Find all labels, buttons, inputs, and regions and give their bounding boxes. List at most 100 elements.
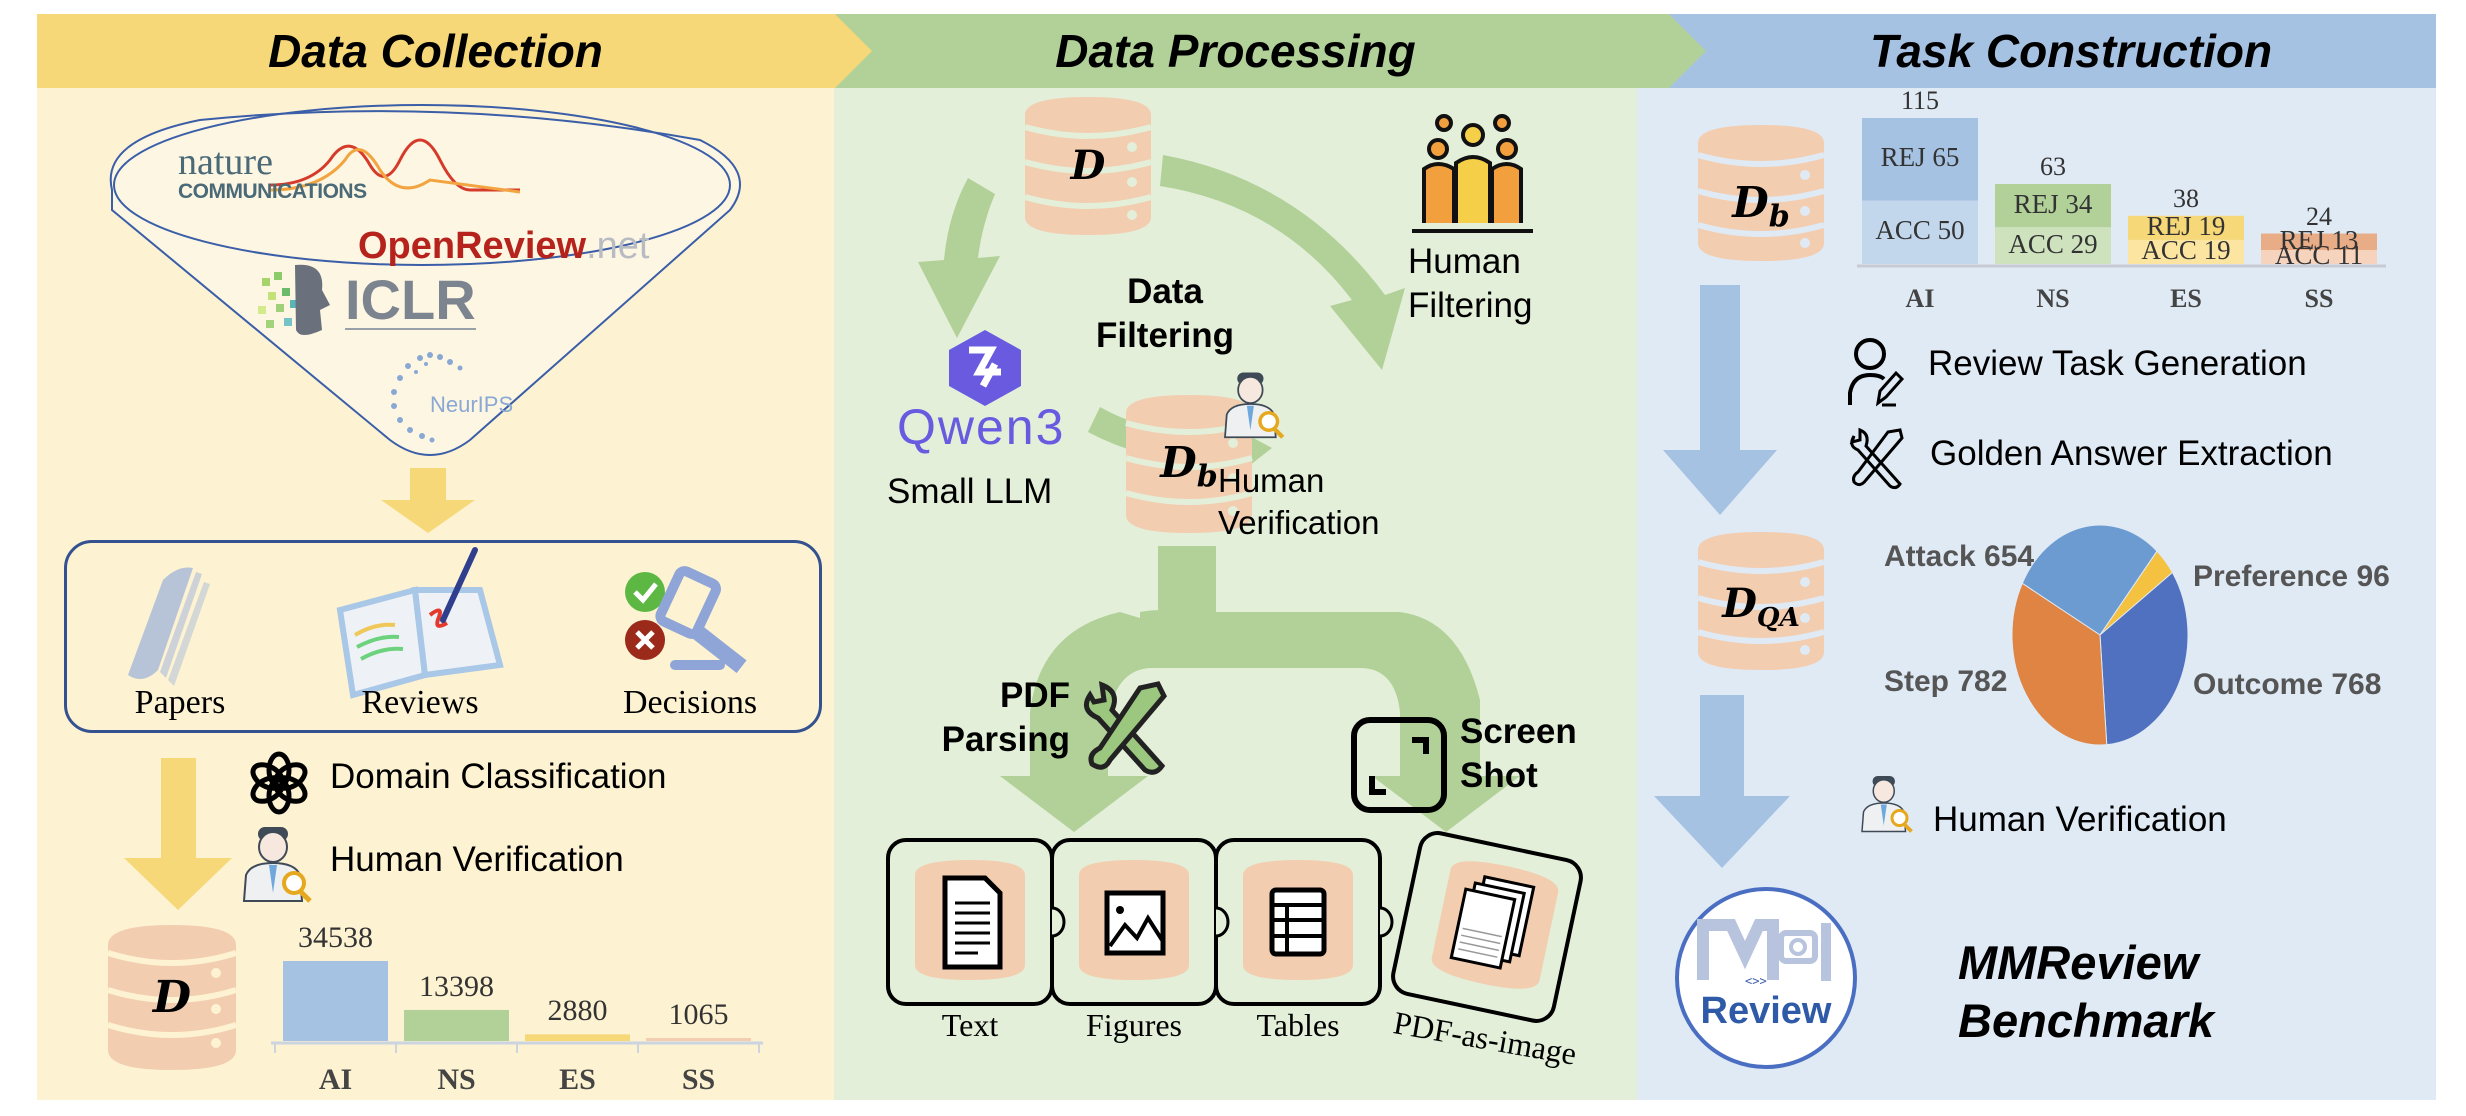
data-filtering-line1: Data [1127,272,1203,311]
papers-icon [128,567,210,686]
openreview-main-text: OpenReview [358,225,587,267]
golden-answer-extraction-label: Golden Answer Extraction [1930,434,2333,473]
human-verification-label: Human Verification [330,840,624,879]
bar-rej-ss [2261,233,2377,251]
pie-label-outcome: Outcome 768 [2193,668,2382,701]
pdf-parsing-line1: PDF [1000,676,1070,715]
image-icon [1104,890,1166,956]
text-document-icon [942,875,1003,970]
arrow-db-split [1030,546,1480,780]
db-construction-main: D [1732,178,1769,227]
screenshot-icon [1351,717,1447,813]
human-filtering-icon [1412,114,1533,233]
bar-value-label: 1065 [668,998,729,1031]
human-filtering-line1: Human [1408,242,1521,281]
segment-label-rej: REJ 34 [2013,188,2093,219]
bar-category-label: ES [2170,284,2202,313]
benchmark-line1: MMReview [1958,936,2199,989]
pie-label-step: Step 782 [1884,665,2008,698]
database-db-construction-label: Db [1698,178,1824,234]
bar-acc-ns [1995,227,2111,264]
openreview-suffix-text: .net [586,225,650,267]
arrow-d-to-db [1160,155,1405,370]
bar-value-label: 2880 [547,994,608,1028]
human-verification-line2: Verification [1218,504,1380,541]
mmreview-benchmark-title: MMReview Benchmark [1958,934,2214,1050]
table-icon [1269,887,1327,957]
segment-label-rej: REJ 13 [2279,224,2359,255]
decisions-icon [625,566,747,673]
database-db-icon [1125,395,1253,533]
qwen-logo-text: Qwen3 [897,399,1066,455]
pdf-parsing-line2: Parsing [941,720,1070,759]
human-filtering-label: Human Filtering [1408,240,1532,328]
arrow-db-to-dqa [1663,285,1777,515]
arrow-dqa-to-benchmark [1654,695,1790,868]
database-d-label: D [152,972,192,1023]
benchmark-line2: Benchmark [1958,994,2214,1047]
dqa-main: D [1722,580,1757,627]
neurips-logo-text: NeurIPS [430,392,514,417]
item-label-decisions: Decisions [622,684,758,721]
arrow-box-to-db [124,758,232,910]
segment-label-acc: ACC 11 [2274,240,2364,271]
pie-slice-step [2011,582,2108,746]
bar-acc-ss [2261,250,2377,264]
iclr-logo-text: ICLR [345,268,476,331]
database-d-top-icon [1024,97,1152,235]
openreview-logo: OpenReview.net [358,225,649,268]
screen-shot-line1: Screen [1460,712,1577,751]
pie-label-attack: Attack 654 [1884,540,2035,573]
bar-category-label: AI [1905,284,1935,313]
tools-icon [1849,427,1904,490]
human-verification-icon [242,827,312,903]
sources-items-box [64,540,822,733]
arrowhead-pdf-parsing [1000,776,1148,832]
bar-es [525,1034,630,1041]
item-label-reviews: Reviews [361,684,479,721]
nature-logo-text: nature [178,141,273,183]
pie-slice-outcome [2099,571,2189,746]
bar-rej-ai [1862,118,1978,201]
bar-category-label: NS [2036,284,2070,313]
funnel-body [109,110,741,456]
database-db-main: D [1160,438,1197,487]
screen-shot-label: Screen Shot [1460,710,1590,798]
screen-shot-line2: Shot [1460,756,1538,795]
segment-label-rej: REJ 65 [1880,142,1960,173]
segment-label-rej: REJ 19 [2146,210,2226,241]
mmreview-logo-icon: <>> [1675,887,1857,1069]
database-db-sub: b [1196,459,1218,495]
bar-acc-ai [1862,200,1978,264]
arrowhead-screenshot [1372,776,1520,832]
bar-rej-ns [1995,184,2111,228]
bar-rej-es [2128,215,2244,240]
arrow-d-to-qwen [918,178,1000,338]
domain-classification-label: Domain Classification [330,757,667,796]
database-db-label: Db [1126,438,1252,494]
svg-text:<>>: <>> [1745,974,1767,988]
qwen-logo-icon [949,330,1021,406]
review-task-generation-label: Review Task Generation [1928,344,2307,383]
nature-wave-orange [269,148,521,194]
small-llm-label: Small LLM [887,472,1053,511]
bar-category-label: ES [559,1063,596,1096]
database-dqa-label: DQA [1698,580,1824,633]
database-d-icon [107,925,237,1070]
dqa-sub: QA [1756,603,1800,633]
bar-category-label: SS [681,1063,716,1096]
reviews-icon [336,547,504,699]
bar-value-label: 34538 [298,921,373,954]
pdf-parsing-label: PDF Parsing [920,674,1070,762]
data-filtering-label: Data Filtering [1085,270,1245,358]
user-edit-icon [1848,338,1905,407]
bar-acc-es [2128,239,2244,264]
human-verification-icon-construction [1861,776,1913,833]
accept-check-icon [625,572,665,612]
bar-category-label: AI [318,1063,353,1096]
nature-communications-text: COMMUNICATIONS [178,180,367,203]
funnel-rim [113,104,731,266]
